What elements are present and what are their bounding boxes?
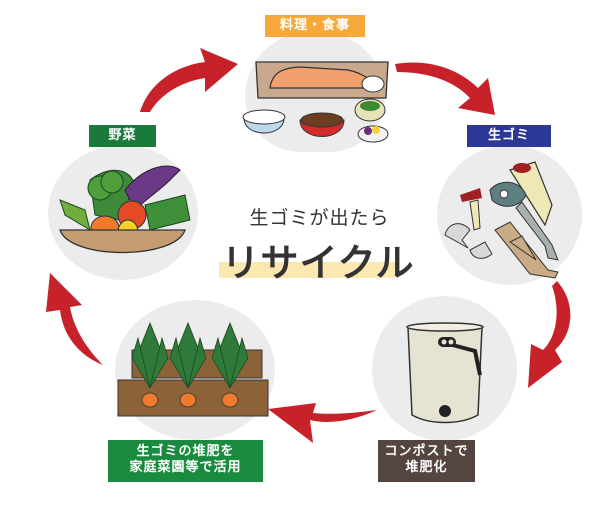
arrow-compost-to-garden	[268, 403, 377, 443]
step-label-meal: 料理・食事	[265, 15, 365, 37]
center-title: リサイクル	[221, 241, 415, 285]
garden-carrots-icon	[117, 321, 269, 417]
arrow-garden-to-vegetables	[46, 273, 103, 365]
compost-bin-icon	[406, 322, 484, 424]
vegetables-icon	[59, 165, 191, 254]
step-label-garden-line1: 生ゴミの堆肥を	[136, 444, 235, 459]
arrow-waste-to-compost	[528, 281, 571, 388]
step-label-food-waste: 生ゴミ	[467, 125, 551, 147]
center-subtitle: 生ゴミが出たら	[249, 207, 390, 229]
arrow-vegetables-to-meal	[140, 48, 238, 112]
step-label-vegetables: 野菜	[89, 125, 156, 147]
meal-icon	[242, 61, 389, 143]
arrow-meal-to-waste	[395, 62, 495, 115]
step-label-garden: 生ゴミの堆肥を 家庭菜園等で活用	[108, 440, 263, 482]
step-label-compost: コンポストで 堆肥化	[378, 440, 475, 482]
title-highlight	[219, 262, 395, 278]
step-label-garden-line2: 家庭菜園等で活用	[129, 460, 242, 475]
food-waste-icon	[444, 161, 559, 279]
food-waste-circle	[437, 145, 582, 285]
step-label-compost-line1: コンポストで	[384, 444, 469, 459]
step-label-compost-line2: 堆肥化	[405, 460, 448, 475]
